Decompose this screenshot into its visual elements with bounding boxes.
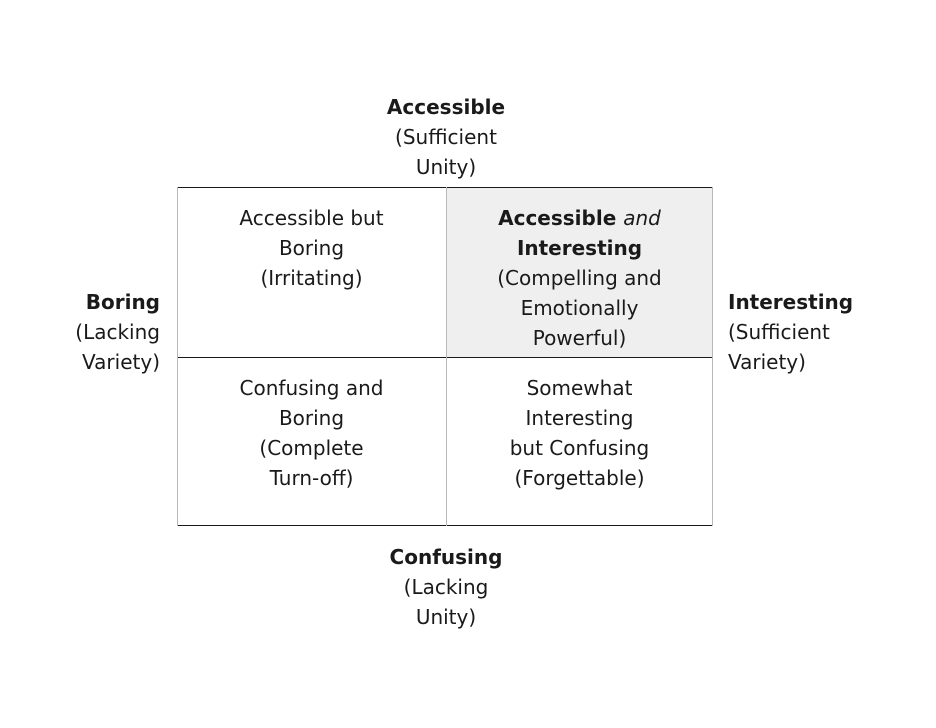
- quadrant-title: Accessible and: [446, 203, 713, 233]
- axis-subtitle: (Sufficient: [395, 125, 497, 149]
- quadrant-text: Interesting: [525, 406, 634, 430]
- matrix-bottom-border: [177, 525, 713, 526]
- axis-label-accessible: Accessible (Sufficient Unity): [346, 92, 546, 182]
- axis-label-confusing: Confusing (Lacking Unity): [346, 542, 546, 632]
- quadrant-text: Boring: [278, 406, 345, 430]
- axis-title: Confusing: [389, 545, 503, 569]
- axis-subtitle: Variety): [728, 350, 806, 374]
- axis-title: Boring: [85, 290, 160, 314]
- quadrant-text: Powerful): [532, 326, 627, 350]
- axis-label-interesting: Interesting (Sufficient Variety): [728, 287, 918, 377]
- quadrant-confusing-boring: Confusing and Boring (Complete Turn-off): [177, 357, 446, 526]
- matrix-right-border: [712, 187, 713, 526]
- quadrant-text: Somewhat: [526, 376, 633, 400]
- quadrant-confusing-interesting: Somewhat Interesting but Confusing (Forg…: [446, 357, 713, 526]
- axis-subtitle: (Lacking: [403, 575, 489, 599]
- quadrant-title-part: Accessible: [498, 206, 624, 230]
- axis-subtitle: Variety): [82, 350, 160, 374]
- axis-subtitle: (Lacking: [75, 320, 160, 344]
- quadrant-text: (Forgettable): [514, 466, 645, 490]
- matrix-center-divider: [446, 187, 447, 526]
- matrix-top-border: [177, 187, 713, 188]
- quadrant-matrix: Accessible but Boring (Irritating) Acces…: [177, 187, 713, 526]
- axis-label-boring: Boring (Lacking Variety): [40, 287, 160, 377]
- axis-subtitle: (Sufficient: [728, 320, 830, 344]
- quadrant-text: (Complete: [259, 436, 364, 460]
- quadrant-text: Boring: [278, 236, 345, 260]
- quadrant-accessible-interesting: Accessible and Interesting (Compelling a…: [446, 187, 713, 357]
- axis-title: Accessible: [386, 95, 506, 119]
- quadrant-title-and: and: [623, 206, 661, 230]
- quadrant-text: Confusing and: [239, 376, 384, 400]
- quadrant-accessible-boring: Accessible but Boring (Irritating): [177, 187, 446, 357]
- axis-subtitle: Unity): [415, 155, 477, 179]
- axis-subtitle: Unity): [415, 605, 477, 629]
- matrix-left-border: [177, 187, 178, 526]
- quadrant-text: (Compelling and: [497, 266, 662, 290]
- quadrant-text: (Irritating): [260, 266, 363, 290]
- quadrant-text: but Confusing: [509, 436, 650, 460]
- quadrant-text: Emotionally: [520, 296, 639, 320]
- quadrant-text: Accessible but: [239, 206, 384, 230]
- matrix-middle-divider: [177, 357, 713, 358]
- axis-title: Interesting: [728, 290, 854, 314]
- quadrant-title-part: Interesting: [516, 236, 643, 260]
- quadrant-text: Turn-off): [269, 466, 354, 490]
